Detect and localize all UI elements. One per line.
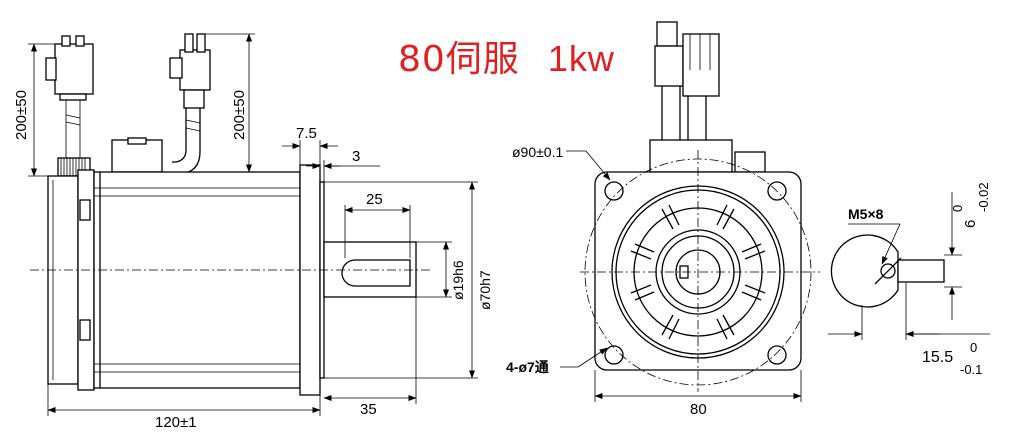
spigot-diameter-label: ø70h7 [477,270,493,310]
left-connector [45,35,94,177]
ribs [630,204,766,340]
shaft-section-view: M5×8 6 0 -0.02 15.5 0 -0.1 [828,182,991,377]
tap-hole [880,263,896,279]
key-width-label: 6 [962,220,979,228]
shaft-section [830,234,899,308]
flange-width-label: 80 [690,401,707,418]
key-width-lower-label: -0.02 [976,182,991,212]
key-section [897,259,945,283]
keyway [341,259,411,287]
mount-hole-bl [604,345,624,365]
body-length-label: 120±1 [155,414,197,431]
flange-thickness-label: 7.5 [296,125,317,142]
bolt-circle-label: ø90±0.1 [512,144,563,160]
key-height-label: 15.5 [922,349,953,366]
key-height-upper-label: 0 [970,340,977,355]
spigot-depth-label: 3 [352,148,360,165]
right-connector [111,33,211,175]
key-length-label: 25 [366,191,383,208]
mount-hole-tr [767,181,787,201]
shaft-diameter-label: ø19h6 [450,260,466,300]
side-view: 200±50 200±50 7.5 3 25 ø19h6 ø70h7 120±1… [13,33,493,431]
motor-power-label: 1kw [547,38,615,79]
mount-hole-tl [604,181,624,201]
key-width-upper-label: 0 [950,205,965,212]
mount-holes-label: 4-ø7通 [506,359,549,375]
key-height-lower-label: -0.1 [960,362,982,377]
motor-size-label: 80伺服 [398,39,520,80]
front-view: ø90±0.1 4-ø7通 80 [506,21,820,418]
front-flange [299,164,321,396]
motor-body [93,171,301,389]
mount-hole-br [767,345,787,365]
cable-length-left-label: 200±50 [13,90,30,140]
tap-label: M5×8 [848,206,884,222]
shaft-length-label: 35 [360,401,377,418]
shaft [323,241,417,298]
page-title: 80伺服 1kw [398,30,615,82]
front-connector [649,21,766,173]
encoder-cap [47,175,79,385]
cable-length-right-label: 200±50 [231,90,248,140]
